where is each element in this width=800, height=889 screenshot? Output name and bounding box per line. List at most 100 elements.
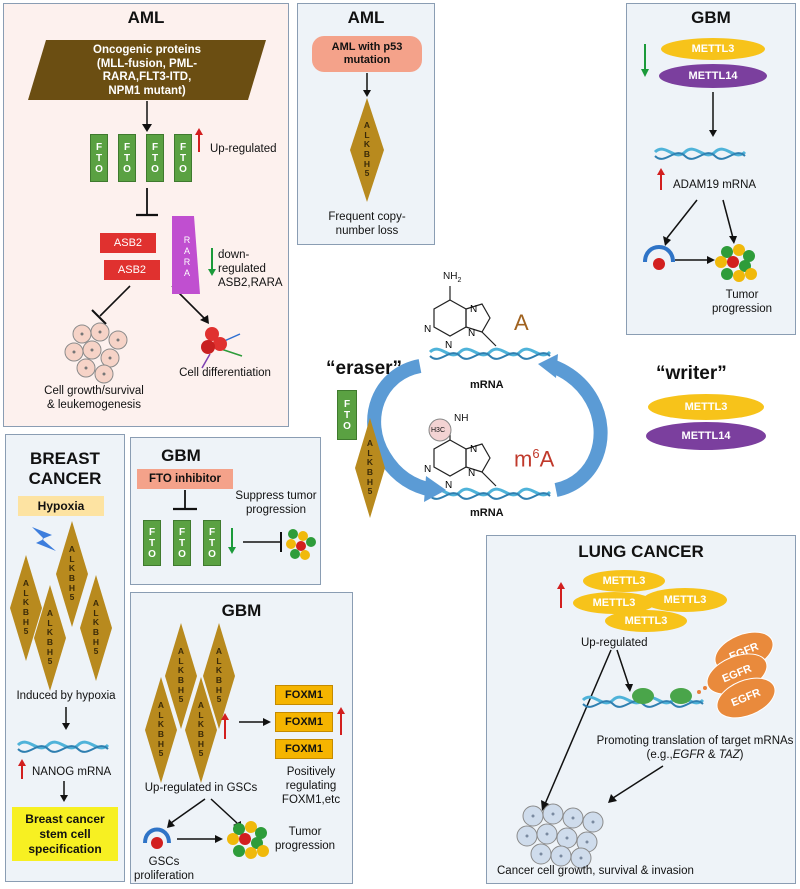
aml2-arrow <box>363 73 371 97</box>
label-line: FOXM1,etc <box>281 794 341 806</box>
panel-title: LUNG CANCER <box>578 542 704 561</box>
nanog-label: NANOG mRNA <box>32 766 112 778</box>
title-line: BREAST <box>30 449 100 468</box>
svg-text:N: N <box>445 340 452 351</box>
label-line: Suppress tumor <box>235 490 317 502</box>
gscs-proliferation-label: GSCs proliferation <box>131 855 197 883</box>
label-line: GSCs <box>148 856 180 868</box>
adenine-a-label: A <box>514 310 529 335</box>
asb2-box: ASB2 <box>100 233 156 253</box>
upregulated-gscs-label: Up-regulated in GSCs <box>144 782 258 794</box>
label-line: Positively <box>286 766 336 778</box>
label-line: mutation <box>343 54 391 66</box>
label-line: Tumor <box>725 289 759 301</box>
tumor-progression-label: Tumor progression <box>265 825 345 853</box>
label-line: specification <box>28 841 102 856</box>
label-line: Frequent copy- <box>328 211 406 223</box>
positively-regulating-label: Positively regulating FOXM1,etc <box>271 765 351 807</box>
upregulated-label: Up-regulated <box>581 637 648 649</box>
breast-graphics <box>16 527 110 802</box>
panel-title: GBM <box>221 601 262 620</box>
mettl3-ellipse: METTL3 <box>583 570 665 592</box>
cycle-graphics: N N N N N N N N <box>367 286 608 502</box>
label-line: Promoting translation of target mRNAs <box>596 735 794 747</box>
mettl3-ellipse: METTL3 <box>661 38 765 60</box>
asb2-label: ASB2 <box>113 237 143 249</box>
upregulated-label: Up-regulated <box>210 143 277 155</box>
gbm-bot-graphics <box>143 707 345 859</box>
panel-title: BREAST CANCER <box>6 449 124 489</box>
differentiated-cells-icon <box>201 327 243 369</box>
stem-cell-box: Breast cancer stem cell specification <box>12 807 118 861</box>
panel-title: GBM <box>161 446 201 465</box>
panel-title: GBM <box>691 8 731 27</box>
label-line: progression <box>245 504 307 516</box>
promoting-translation-label: Promoting translation of target mRNAs (e… <box>595 734 795 762</box>
oncogenic-proteins-text: Oncogenic proteins (MLL-fusion, PML- RAR… <box>44 44 250 98</box>
suppress-tumor-label: Suppress tumor progression <box>231 489 321 517</box>
oncogenic-line: RARA,FLT3-ITD, <box>102 71 192 83</box>
label-line: number loss <box>335 225 399 237</box>
oncogenic-line: Oncogenic proteins <box>93 44 201 56</box>
gbm-fto-inhibitor-panel: GBM FTO inhibitor Suppress tumor progres… <box>130 437 321 585</box>
cell-growth-label: Cell growth/survival & leukemogenesis <box>24 384 164 412</box>
eraser-label: “eraser” <box>326 358 403 379</box>
panel-title: AML <box>127 8 165 27</box>
svg-text:N: N <box>468 328 475 339</box>
m6a-label: m6A <box>514 446 555 472</box>
writer-mettl14-ellipse: METTL14 <box>646 422 766 450</box>
nh-label: NH <box>454 413 469 424</box>
label-line: down-regulated <box>218 249 266 275</box>
copy-number-loss-label: Frequent copy- number loss <box>302 210 432 238</box>
oncogenic-line: (MLL-fusion, PML- <box>96 57 198 70</box>
lung-cancer-panel: LUNG CANCER METTL3 METTL3 METTL3 METTL3 … <box>486 535 796 884</box>
svg-text:N: N <box>445 480 452 491</box>
lightning-icon <box>32 527 56 551</box>
cell-differentiation-label: Cell differentiation <box>179 367 271 379</box>
mettl3-ellipse: METTL3 <box>605 610 687 632</box>
oncogenic-parallelogram <box>28 40 266 100</box>
label-line: Breast cancer <box>25 811 105 826</box>
m6a-cycle: N N N N N N N N NH2 A mRNA “eraser” H3C … <box>300 250 630 520</box>
svg-text:N: N <box>470 444 477 455</box>
label-line: progression <box>711 303 773 315</box>
label-line: ASB2,RARA <box>218 277 283 289</box>
asb2-box: ASB2 <box>104 260 160 280</box>
writer-label: “writer” <box>656 363 727 384</box>
leukemia-cell-cluster <box>64 322 128 384</box>
cancer-growth-label: Cancer cell growth, survival & invasion <box>497 865 694 877</box>
label-line: Tumor <box>288 826 322 838</box>
label-line: (e.g.,EGFR & TAZ) <box>646 749 744 761</box>
gbm-mettl-panel: GBM METTL3 METTL14 ADAM19 mRNA Tumor pro… <box>626 3 796 335</box>
mrna-label-bottom: mRNA <box>470 507 504 519</box>
title-line: CANCER <box>28 469 102 488</box>
tumor-progression-label: Tumor progression <box>697 288 787 316</box>
adam19-label: ADAM19 mRNA <box>673 179 757 191</box>
mettl3-ellipse: METTL3 <box>573 592 655 614</box>
foxm1-box: FOXM1 <box>275 685 333 705</box>
writer-mettl3-ellipse: METTL3 <box>648 394 764 420</box>
aml-fto-panel: AML Oncogenic proteins (MLL-fusion, PML-… <box>3 3 289 427</box>
h3c-label: H3C <box>431 427 446 434</box>
downregulated-label: down-regulated ASB2,RARA <box>218 248 288 290</box>
p53-mutation-box: AML with p53 mutation <box>312 36 422 72</box>
label-line: AML with p53 <box>331 41 403 53</box>
svg-text:N: N <box>470 304 477 315</box>
